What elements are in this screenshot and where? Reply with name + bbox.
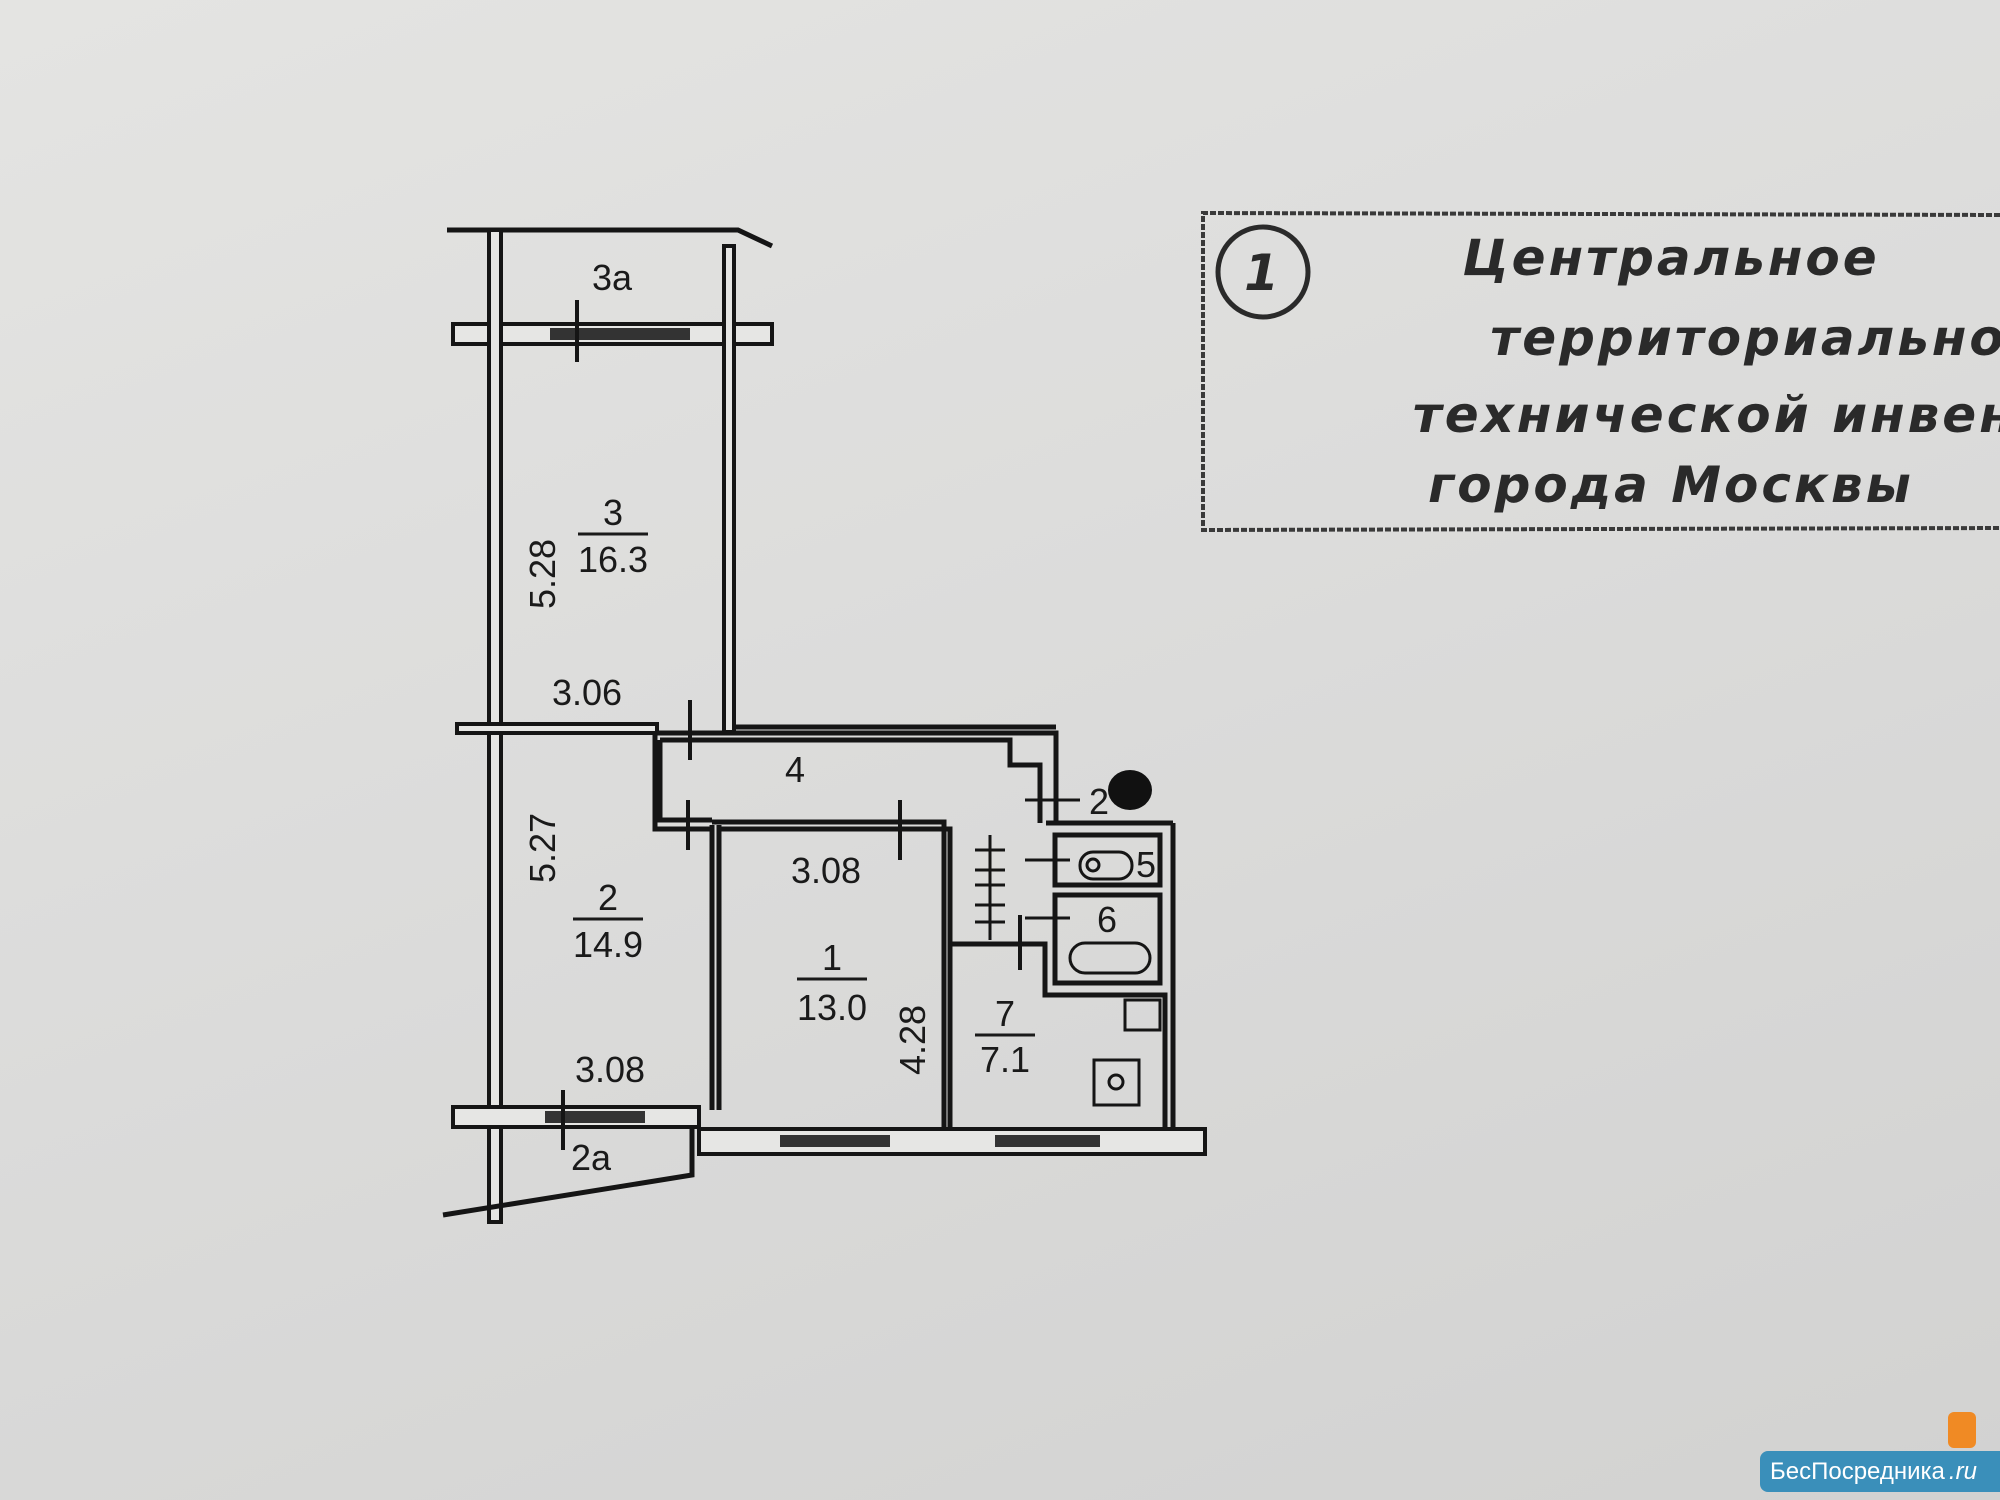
window-3a <box>550 328 690 340</box>
bti-stamp: 1 Центральное территориальное бюро техни… <box>1201 210 2000 533</box>
room-number-5: 5 <box>1136 844 1156 885</box>
room-label-3a: 3a <box>592 257 633 298</box>
watermark-tld: .ru <box>1948 1458 1977 1485</box>
dim-room2-length: 5.27 <box>522 813 563 883</box>
room-area-2: 14.9 <box>573 924 643 965</box>
room-area-3: 16.3 <box>578 539 648 580</box>
room-number-3: 3 <box>603 492 623 533</box>
room-number-2: 2 <box>598 877 618 918</box>
room-number-7: 7 <box>995 993 1015 1034</box>
sink-icon <box>1123 998 1162 1032</box>
balcony-2a-outline <box>442 1127 695 1218</box>
dim-room2-width: 3.08 <box>575 1049 645 1090</box>
stamp-line-2: территориальное бюро <box>1490 309 2000 367</box>
window-2a <box>545 1111 645 1123</box>
corridor-4-outline <box>652 724 1059 832</box>
toilet-icon <box>1078 850 1134 881</box>
dim-room3-length: 5.28 <box>522 539 563 609</box>
room-label-2a: 2a <box>571 1137 612 1178</box>
room-number-4: 4 <box>785 749 805 790</box>
wall-room3-right <box>722 244 736 734</box>
dim-room3-width: 3.06 <box>552 672 622 713</box>
room-number-6: 6 <box>1097 899 1117 940</box>
room-area-1: 13.0 <box>797 987 867 1028</box>
window-room7 <box>995 1135 1100 1147</box>
watermark-logo: БесПосредника .ru <box>1760 1451 2000 1492</box>
balcony-3a-outline <box>447 227 774 249</box>
dim-room1-length: 4.28 <box>892 1005 933 1075</box>
room-area-7: 7.1 <box>980 1039 1030 1080</box>
stamp-line-4: города Москвы <box>1428 456 1914 514</box>
dim-room1-width: 3.08 <box>791 850 861 891</box>
stove-icon <box>1092 1058 1141 1107</box>
room-number-1: 1 <box>822 937 842 978</box>
stamp-line-3: технической инвентаризации <box>1413 386 2000 444</box>
stamp-number: 1 <box>1244 244 1282 302</box>
stamp-line-1: Центральное <box>1462 229 1879 287</box>
room-number-2-hall: 2 <box>1089 781 1109 822</box>
ink-blot <box>1108 770 1152 810</box>
window-room1 <box>780 1135 890 1147</box>
outer-wall-bottom <box>697 1127 1207 1156</box>
watermark-brand: БесПосредника <box>1770 1458 1945 1485</box>
bathtub-icon <box>1068 941 1152 975</box>
mascot-icon <box>1948 1412 1976 1448</box>
